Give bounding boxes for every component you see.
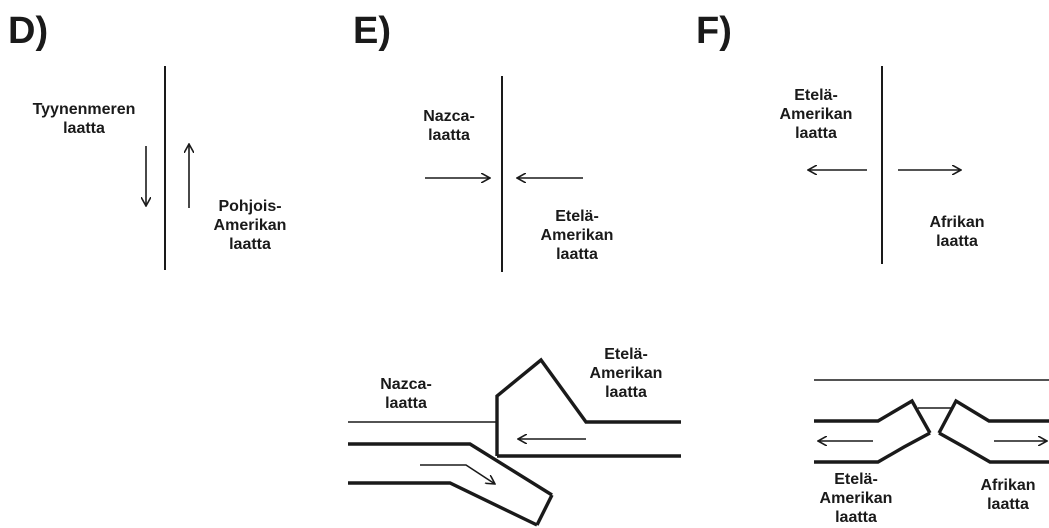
andes-mountain-outline: [495, 357, 681, 424]
subduction-cross-section: [348, 357, 681, 527]
panel-f-title: F): [696, 10, 732, 52]
right-plate-bottom: [938, 431, 1049, 464]
slab-bottom: [348, 481, 538, 527]
section-nazca-label: Nazca-laatta: [380, 376, 432, 412]
slab-motion-arrow: [420, 464, 495, 484]
slab-top: [348, 442, 553, 497]
panel-d-title: D): [8, 10, 49, 52]
panel-e-title: E): [353, 10, 391, 52]
nazca-plate-label: Nazca-laatta: [423, 108, 475, 144]
left-plate-bottom: [814, 431, 931, 464]
slab-end: [535, 494, 554, 526]
right-plate-top: [937, 398, 1049, 434]
left-plate-top: [814, 398, 932, 434]
rift-cross-section: [814, 379, 1049, 464]
